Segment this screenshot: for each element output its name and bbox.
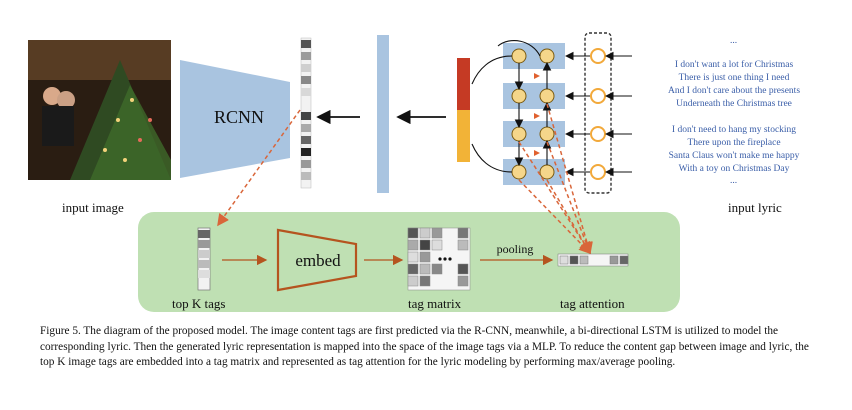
top-k-tags-vector xyxy=(197,227,211,291)
rcnn-label: RCNN xyxy=(214,107,264,127)
lyric-line: With a toy on Christmas Day xyxy=(678,164,790,174)
lyric-line: Underneath the Christmas tree xyxy=(676,99,792,109)
lyric-line: I don't want a lot for Christmas xyxy=(674,60,794,70)
rcnn-block xyxy=(180,60,290,178)
input-embedding-box xyxy=(584,32,612,194)
lyric-line: I don't need to hang my stocking xyxy=(671,125,797,135)
mlp-bar xyxy=(377,35,389,193)
tag-matrix-label: tag matrix xyxy=(408,296,462,311)
lyric-line: There upon the fireplace xyxy=(687,138,781,148)
top-k-tags-label: top K tags xyxy=(172,296,226,311)
figure-caption: Figure 5. The diagram of the proposed mo… xyxy=(40,324,820,371)
caption-text: Figure 5. The diagram of the proposed mo… xyxy=(40,325,809,368)
pooling-label: pooling xyxy=(497,242,534,256)
input-image-label: input image xyxy=(62,200,124,215)
tag-attention-vector xyxy=(557,253,629,267)
embed-block xyxy=(276,228,358,292)
model-diagram: RCNN xyxy=(28,32,801,312)
lyric-ellipsis-bottom: ... xyxy=(730,176,738,186)
attention-dashed-arrows xyxy=(217,103,593,255)
tag-attention-label: tag attention xyxy=(560,296,625,311)
backward-output-bar xyxy=(457,110,470,162)
forward-output-bar xyxy=(457,58,470,110)
embed-label: embed xyxy=(295,251,341,270)
lyric-line: And I don't care about the presents xyxy=(667,86,801,96)
bilstm xyxy=(471,40,565,185)
input-photo xyxy=(28,40,171,180)
lyric-ellipsis-top: ... xyxy=(730,36,738,46)
lyric-line: Santa Claus won't make me happy xyxy=(668,151,800,161)
input-lyric-label: input lyric xyxy=(728,200,782,215)
tag-vector xyxy=(300,37,312,189)
diagram-canvas: RCNN xyxy=(28,32,680,312)
input-embedding-circles xyxy=(590,48,606,180)
lyric-line: There is just one thing I need xyxy=(678,73,790,83)
